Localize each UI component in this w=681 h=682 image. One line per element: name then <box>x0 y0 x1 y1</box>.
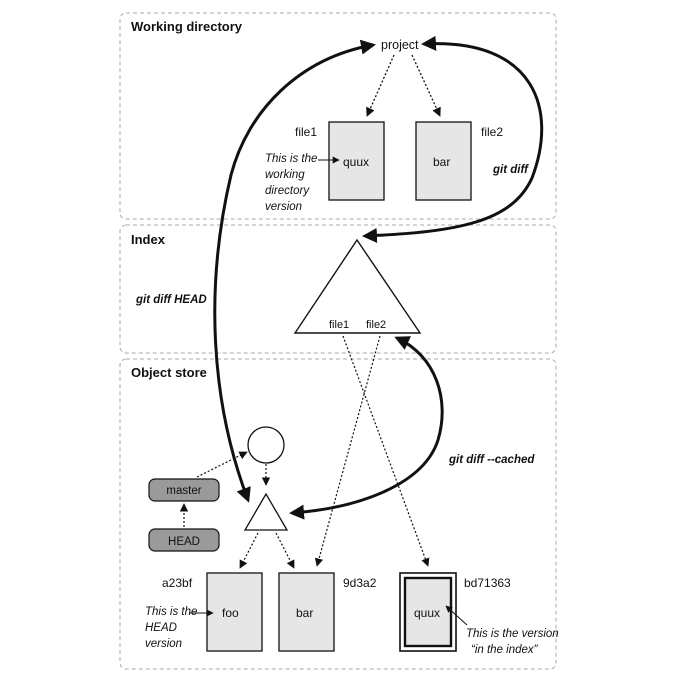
blob-quux-hash: bd71363 <box>464 576 511 590</box>
master-ref-label: master <box>166 485 201 497</box>
tree-to-foo-link <box>239 532 259 569</box>
project-to-file2-link <box>411 54 441 117</box>
commit-tree-triangle <box>243 492 289 531</box>
project-label: project <box>381 38 419 52</box>
index-title: Index <box>131 232 166 247</box>
git-diff-head-label: git diff HEAD <box>135 294 207 306</box>
blob-foo-hash: a23bf <box>162 576 193 590</box>
git-diff-cached-arrow <box>289 336 444 520</box>
file1-content: quux <box>343 155 369 169</box>
object-store-title: Object store <box>131 365 207 380</box>
working-directory-title: Working directory <box>131 19 243 34</box>
index-note-line-1: This is the version <box>466 628 559 640</box>
object-store-panel <box>119 358 557 670</box>
tree-to-bar-link <box>275 532 295 569</box>
index-note-line-2: “in the index” <box>471 644 539 656</box>
master-ref <box>148 478 220 502</box>
head-note-line-3: version <box>145 638 182 650</box>
blob-quux-box <box>403 576 453 648</box>
file2-content: bar <box>433 155 450 169</box>
file2-name: file2 <box>481 125 503 139</box>
blob-quux-content: quux <box>414 606 440 620</box>
index-note-pointer <box>445 605 468 626</box>
head-note-line-2: HEAD <box>145 622 177 634</box>
blob-foo-content: foo <box>222 606 239 620</box>
commit-circle <box>247 426 285 464</box>
index-entry-file1: file1 <box>329 319 349 331</box>
master-to-commit-link <box>196 451 248 478</box>
head-ref <box>148 528 220 552</box>
blob-foo-box <box>206 572 263 652</box>
blob-bar-box <box>278 572 335 652</box>
head-ref-label: HEAD <box>168 536 200 548</box>
working-note-line-2: working <box>265 169 305 181</box>
head-note-line-1: This is the <box>145 606 197 618</box>
git-diff-cached-label: git diff --cached <box>448 454 535 466</box>
index-entry-file2: file2 <box>366 319 386 331</box>
working-note-line-1: This is the <box>265 153 317 165</box>
blob-bar-content: bar <box>296 606 313 620</box>
git-diff-head-arrow <box>213 39 376 503</box>
file1-name: file1 <box>295 125 317 139</box>
project-to-file1-link <box>366 54 395 117</box>
git-diff-arrow <box>362 35 544 243</box>
working-note-line-3: directory <box>265 185 310 197</box>
working-note-line-4: version <box>265 201 302 213</box>
index-tree-triangle <box>293 238 422 334</box>
git-diff-label: git diff <box>492 164 529 176</box>
index-file2-to-bar-link <box>314 335 381 567</box>
index-file1-to-quux-link <box>342 335 430 567</box>
blob-bar-hash: 9d3a2 <box>343 576 377 590</box>
